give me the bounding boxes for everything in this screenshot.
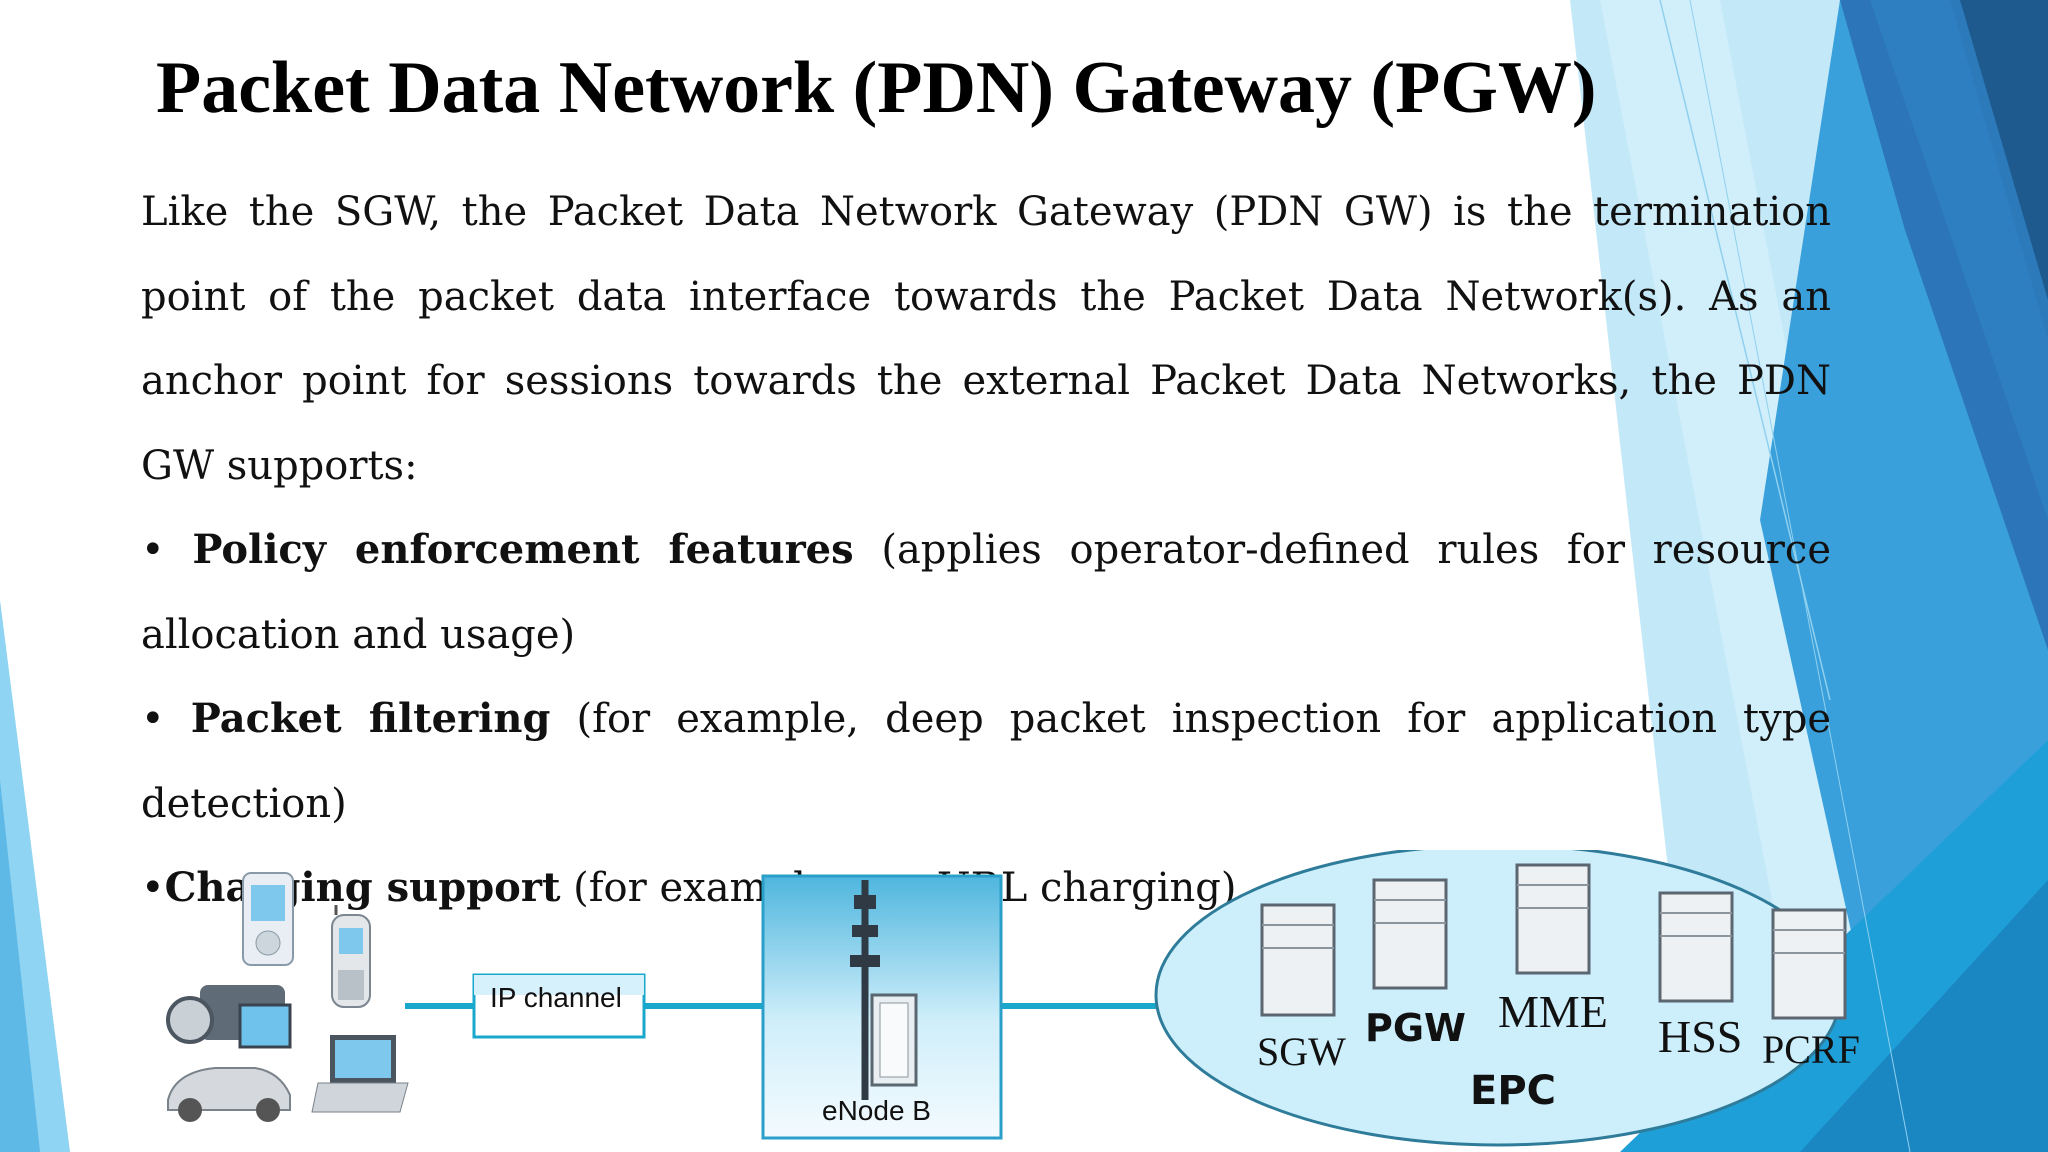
bullet-bold: Charging support [164, 864, 561, 911]
hss-server-icon [1658, 891, 1734, 1003]
enodeb-label: eNode B [822, 1095, 931, 1126]
enodeb-box [761, 874, 1003, 1140]
bullet-item: • Packet filtering (for example, deep pa… [141, 677, 1831, 846]
bullet-text: (for example, deep packet inspection for… [141, 696, 1831, 827]
bullet-marker: • [141, 865, 165, 911]
slide-title: Packet Data Network (PDN) Gateway (PGW) [156, 47, 1597, 129]
pgw-server-icon [1372, 878, 1448, 990]
slide-body: Like the SGW, the Packet Data Network Ga… [141, 170, 1831, 931]
intro-paragraph: Like the SGW, the Packet Data Network Ga… [141, 189, 1831, 489]
epc-label: EPC [1470, 1068, 1556, 1114]
bullet-bold: Policy enforcement features [192, 526, 854, 573]
pgw-label: PGW [1365, 1006, 1466, 1050]
video-camera-icon [166, 985, 292, 1049]
sgw-server-icon [1260, 903, 1336, 1017]
ip-channel-label: IP channel [490, 982, 622, 1013]
lte-network-diagram: IP channel eNode B SGW PGW MME HSS PCRF … [0, 850, 2048, 1152]
bullet-marker: • [141, 696, 165, 742]
bullet-bold: Packet filtering [190, 695, 551, 742]
mp3-player-icon [242, 872, 294, 966]
ip-channel-box [472, 973, 646, 1039]
bullet-text: (applies operator-defined rules for reso… [141, 527, 1832, 658]
hss-label: HSS [1658, 1011, 1743, 1062]
sgw-label: SGW [1257, 1029, 1346, 1074]
mme-server-icon [1515, 863, 1591, 975]
bullet-marker: • [141, 527, 165, 573]
bullet-item: • Policy enforcement features (applies o… [141, 508, 1831, 677]
pcrf-label: PCRF [1762, 1027, 1860, 1072]
pcrf-server-icon [1771, 908, 1847, 1020]
laptop-icon [311, 1035, 409, 1113]
car-icon [167, 1067, 291, 1122]
mobile-phone-icon [331, 905, 371, 1008]
mme-label: MME [1498, 986, 1608, 1037]
